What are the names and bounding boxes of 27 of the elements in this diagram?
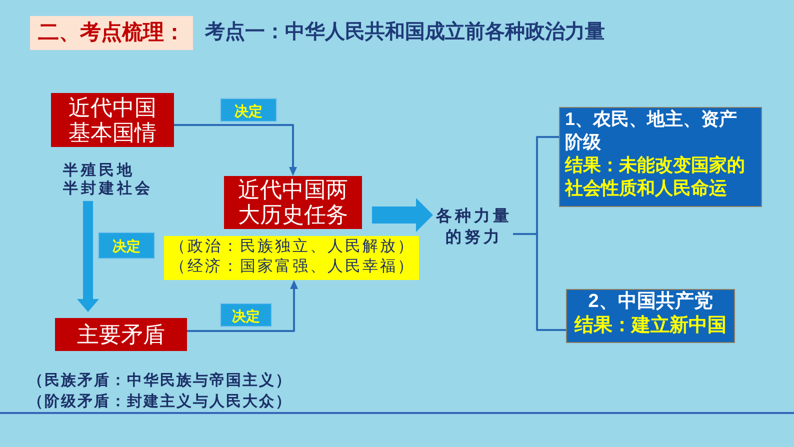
concept-box: 近代中国两大历史任务 xyxy=(224,176,362,229)
result-box xyxy=(566,289,735,343)
caption-text: 半封建社会 xyxy=(63,180,154,197)
edge-label: 决定 xyxy=(98,232,155,259)
caption-text: （民族矛盾：中华民族与帝国主义） xyxy=(28,372,293,389)
concept-box: 近代中国基本国情 xyxy=(51,93,174,147)
heading-text: 2、中国共产党 xyxy=(587,290,714,314)
result-text: 结果：建立新中国 xyxy=(573,314,728,338)
caption-text: （阶级矛盾：封建主义与人民大众） xyxy=(28,393,293,410)
heading-text: 1、农民、地主、资产阶级 xyxy=(565,108,738,154)
result-text: 结果：未能改变国家的社会性质和人民命运 xyxy=(565,154,746,200)
concept-box: 主要矛盾 xyxy=(55,318,187,351)
edge-label: 决定 xyxy=(220,303,272,327)
block-arrow xyxy=(372,198,433,232)
connector-line xyxy=(513,233,566,331)
edge-label: 决定 xyxy=(220,98,277,122)
note-text: （经济：国家富强、人民幸福） xyxy=(170,256,416,276)
result-box xyxy=(559,107,762,207)
section-heading: 二、考点梳理： xyxy=(30,16,193,50)
connector-arrow xyxy=(187,280,298,332)
node-text: 各种力量的努力 xyxy=(435,205,513,247)
caption-text: 半殖民地 xyxy=(63,162,136,179)
block-arrow xyxy=(77,201,99,312)
connector-arrow xyxy=(174,124,297,176)
slide-title: 考点一：中华人民共和国成立前各种政治力量 xyxy=(205,20,605,45)
note-text: （政治：民族独立、人民解放） xyxy=(170,236,416,256)
note-box xyxy=(164,236,419,280)
